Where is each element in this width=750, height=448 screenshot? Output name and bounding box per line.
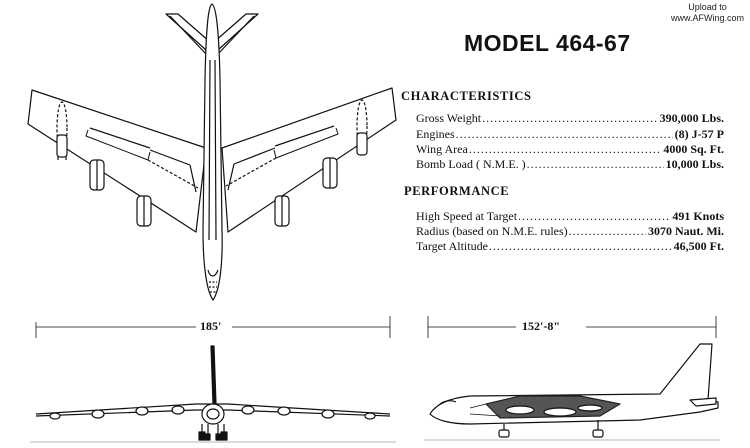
side-view-drawing — [424, 316, 720, 441]
spec-value: (8) J-57 P — [674, 127, 724, 141]
span-dimension-label: 185' — [198, 319, 224, 334]
watermark-line-2: www.AFWing.com — [670, 13, 744, 23]
spec-row: Bomb Load ( N.M.E. ) 10,000 Lbs. — [416, 156, 724, 172]
model-title: MODEL 464-67 — [464, 30, 631, 56]
spec-label: Radius (based on N.M.E. rules) — [416, 224, 568, 238]
top-view-drawing — [27, 3, 397, 301]
spec-value: 46,500 Ft. — [673, 239, 724, 253]
characteristics-heading: CHARACTERISTICS — [401, 89, 532, 103]
spec-label: Engines — [416, 127, 455, 141]
leader-dots — [568, 223, 646, 239]
front-view-drawing — [30, 316, 396, 443]
spec-label: Target Altitude — [416, 239, 488, 253]
leader-dots — [481, 110, 657, 126]
performance-heading: PERFORMANCE — [404, 184, 510, 198]
watermark: Upload to www.AFWing.com — [671, 2, 744, 24]
spec-label: Bomb Load ( N.M.E. ) — [416, 157, 526, 171]
spec-value: 491 Knots — [672, 209, 724, 223]
spec-label: Gross Weight — [416, 111, 482, 125]
spec-row: Target Altitude 46,500 Ft. — [416, 238, 724, 254]
leader-dots — [517, 208, 670, 224]
spec-value: 4000 Sq. Ft. — [663, 142, 724, 156]
spec-row: High Speed at Target 491 Knots — [416, 208, 724, 224]
leader-dots — [468, 141, 661, 157]
leader-dots — [488, 238, 672, 254]
watermark-line-1: Upload to — [688, 2, 727, 12]
spec-row: Radius (based on N.M.E. rules) 3070 Naut… — [416, 223, 724, 239]
spec-value: 10,000 Lbs. — [665, 157, 724, 171]
leader-dots — [526, 156, 664, 172]
spec-value: 3070 Naut. Mi. — [648, 224, 724, 238]
spec-value: 390,000 Lbs. — [659, 111, 724, 125]
spec-row: Wing Area 4000 Sq. Ft. — [416, 141, 724, 157]
spec-row: Gross Weight 390,000 Lbs. — [416, 110, 724, 126]
spec-label: Wing Area — [416, 142, 468, 156]
spec-row: Engines (8) J-57 P — [416, 126, 724, 142]
length-dimension-label: 152'-8" — [520, 319, 562, 334]
leader-dots — [455, 126, 673, 142]
spec-label: High Speed at Target — [416, 209, 518, 223]
